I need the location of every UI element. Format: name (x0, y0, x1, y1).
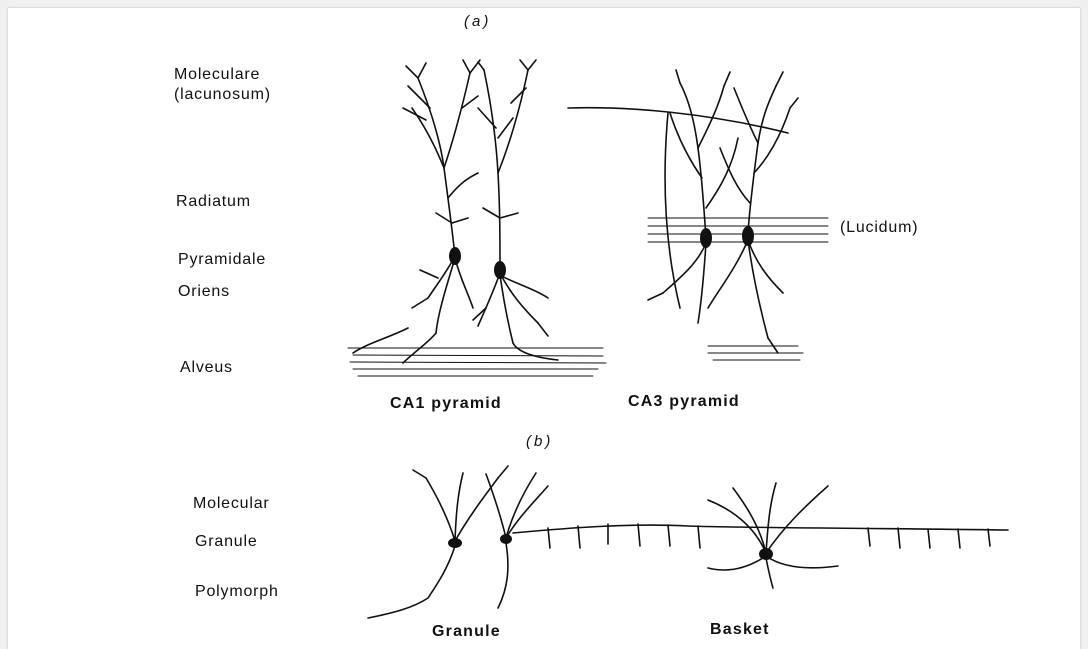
neuron-drawing (8, 8, 1080, 649)
ca3-pyramid-cells (568, 70, 798, 353)
layer-molecular-label: Molecular (193, 494, 270, 514)
basket-caption: Basket (710, 620, 770, 640)
lucidum-lines (648, 218, 828, 242)
layer-oriens-label: Oriens (178, 282, 230, 302)
ca3-somata (700, 226, 754, 248)
layer-lucidum-label: (Lucidum) (840, 218, 918, 238)
ca1-somata (449, 247, 506, 279)
ca1-pyramid-cells (353, 60, 558, 363)
layer-alveus-label: Alveus (180, 358, 233, 378)
basket-cell (708, 483, 838, 588)
layer-pyramidale-label: Pyramidale (178, 250, 266, 270)
layer-lacunosum-label: (lacunosum) (174, 85, 271, 105)
layer-moleculare-label: Moleculare (174, 65, 260, 85)
layer-granule-label: Granule (195, 532, 258, 552)
ca3-caption: CA3 pyramid (628, 392, 740, 412)
granule-caption: Granule (432, 622, 501, 642)
panel-b-label: (b) (526, 432, 553, 452)
figure-page: (a) Moleculare (lacunosum) Radiatum Pyra… (8, 8, 1080, 649)
layer-radiatum-label: Radiatum (176, 192, 251, 212)
basket-soma (759, 548, 773, 560)
panel-a-label: (a) (464, 12, 491, 32)
granule-cells (368, 466, 1008, 618)
layer-polymorph-label: Polymorph (195, 582, 279, 602)
ca1-caption: CA1 pyramid (390, 394, 502, 414)
